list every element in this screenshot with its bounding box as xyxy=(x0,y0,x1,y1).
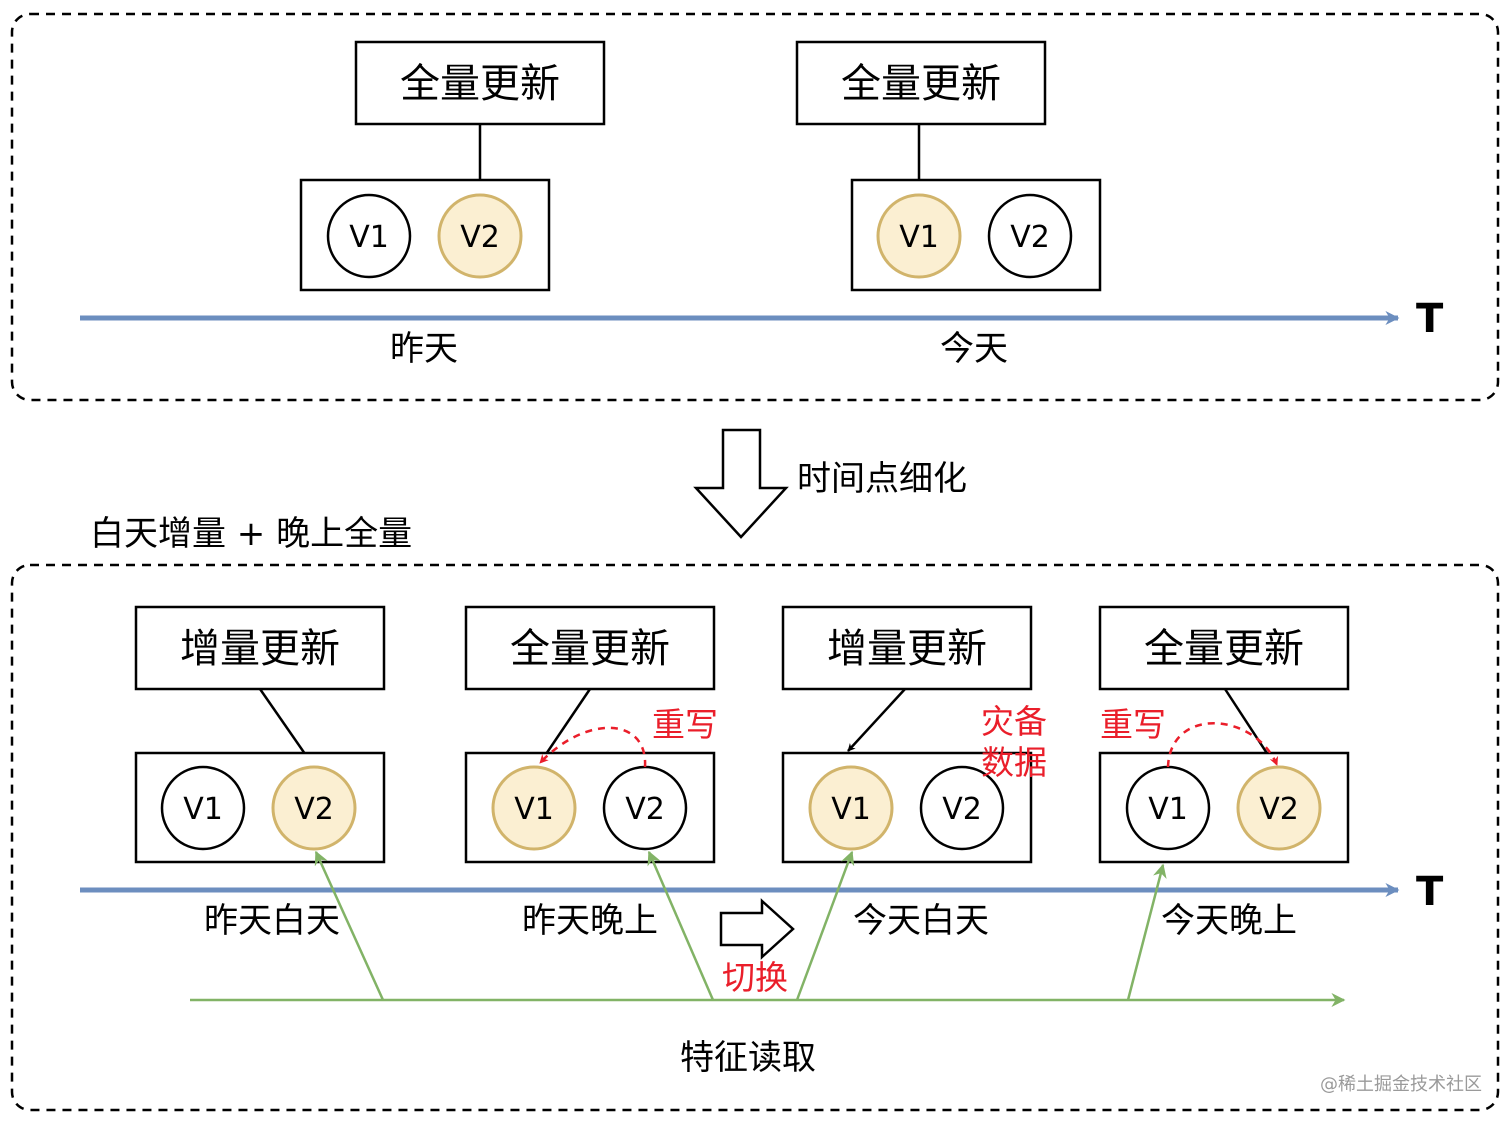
refine-label: 时间点细化 xyxy=(797,459,967,499)
bottom-time-label-3: 今天白天 xyxy=(853,901,989,941)
bottom-version-label-v2-1: V2 xyxy=(294,792,334,827)
bottom-update-label-2: 全量更新 xyxy=(510,626,670,672)
bottom-update-label-4: 全量更新 xyxy=(1144,626,1304,672)
top-version-label-v1-2: V1 xyxy=(899,220,939,255)
bottom-version-circle-v2-3 xyxy=(919,765,1005,851)
bottom-version-circle-v2-4 xyxy=(1236,765,1322,851)
read-arrow-3 xyxy=(795,850,855,1001)
top-version-label-v2-2: V2 xyxy=(1010,220,1050,255)
bottom-time-label-4: 今天晚上 xyxy=(1161,901,1297,941)
bottom-version-circle-v2-1 xyxy=(271,765,357,851)
bottom-update-label-box-3 xyxy=(781,605,1033,691)
read-arrow-2 xyxy=(647,850,715,1001)
bottom-update-label-box-2 xyxy=(464,605,716,691)
bottom-version-label-v2-2: V2 xyxy=(625,792,665,827)
top-update-label-box-2 xyxy=(795,40,1047,126)
bottom-version-circle-v1-3 xyxy=(808,765,894,851)
backup-label-line-2: 数据 xyxy=(981,743,1047,782)
backup-label-line-1: 灾备 xyxy=(981,702,1047,741)
rewrite-label-1: 重写 xyxy=(652,705,718,744)
bottom-version-label-v1-3: V1 xyxy=(831,792,871,827)
top-version-circle-v1-1 xyxy=(326,193,412,279)
bottom-update-label-box-4 xyxy=(1098,605,1350,691)
bottom-time-label-1: 昨天白天 xyxy=(204,901,340,941)
switch-right-arrow-icon xyxy=(719,898,795,960)
feature-read-label: 特征读取 xyxy=(680,1038,816,1078)
top-panel-frame xyxy=(10,12,1500,402)
top-version-circle-v1-2 xyxy=(876,193,962,279)
refine-down-arrow-icon xyxy=(693,428,789,539)
top-update-group-2: 全量更新 V1 V2 xyxy=(795,40,1102,292)
top-update-label-2: 全量更新 xyxy=(841,61,1001,107)
bottom-update-label-3: 增量更新 xyxy=(827,626,987,672)
top-time-label-yesterday: 昨天 xyxy=(390,329,458,369)
bottom-update-arrow-2 xyxy=(538,688,592,764)
bottom-update-arrow-3 xyxy=(847,688,906,752)
top-version-circle-v2-2 xyxy=(987,193,1073,279)
bottom-panel-frame xyxy=(10,563,1500,1112)
rewrite-label-2: 重写 xyxy=(1100,705,1166,744)
rewrite-arrow-1 xyxy=(539,726,647,768)
bottom-update-group-4: 全量更新 V1 V2 重写 xyxy=(1098,605,1350,864)
top-version-label-v2-1: V2 xyxy=(460,220,500,255)
top-update-group-1: 全量更新 V1 V2 xyxy=(299,40,606,292)
bottom-update-group-1: 增量更新 V1 V2 xyxy=(134,605,386,864)
bottom-update-group-2: 全量更新 V1 V2 重写 xyxy=(464,605,718,864)
switch-label: 切换 xyxy=(722,958,788,997)
bottom-version-label-v1-2: V1 xyxy=(514,792,554,827)
bottom-panel-title: 白天增量 + 晚上全量 xyxy=(90,514,412,554)
top-timeline-axis-label: T xyxy=(1416,296,1444,342)
bottom-version-label-v1-4: V1 xyxy=(1148,792,1188,827)
top-version-circle-v2-1 xyxy=(437,193,523,279)
bottom-update-arrow-4 xyxy=(1223,688,1276,765)
top-update-label-box-1 xyxy=(354,40,606,126)
read-arrow-1 xyxy=(314,850,385,1001)
top-update-label-1: 全量更新 xyxy=(400,61,560,107)
read-arrow-4 xyxy=(1126,863,1167,1001)
bottom-version-label-v1-1: V1 xyxy=(183,792,223,827)
bottom-version-label-v2-3: V2 xyxy=(942,792,982,827)
top-version-label-v1-1: V1 xyxy=(349,220,389,255)
bottom-version-circle-v1-1 xyxy=(160,765,246,851)
bottom-version-label-v2-4: V2 xyxy=(1259,792,1299,827)
bottom-update-arrow-1 xyxy=(258,688,314,765)
rewrite-arrow-2 xyxy=(1166,722,1279,768)
bottom-version-circle-v1-2 xyxy=(491,765,577,851)
bottom-time-label-2: 昨天晚上 xyxy=(522,901,658,941)
bottom-update-label-1: 增量更新 xyxy=(180,626,340,672)
watermark: @稀土掘金技术社区 xyxy=(1320,1074,1482,1095)
top-time-label-today: 今天 xyxy=(940,329,1008,369)
bottom-update-group-3: 增量更新 V1 V2 灾备 数据 xyxy=(781,605,1047,864)
bottom-timeline-axis-label: T xyxy=(1416,869,1444,915)
